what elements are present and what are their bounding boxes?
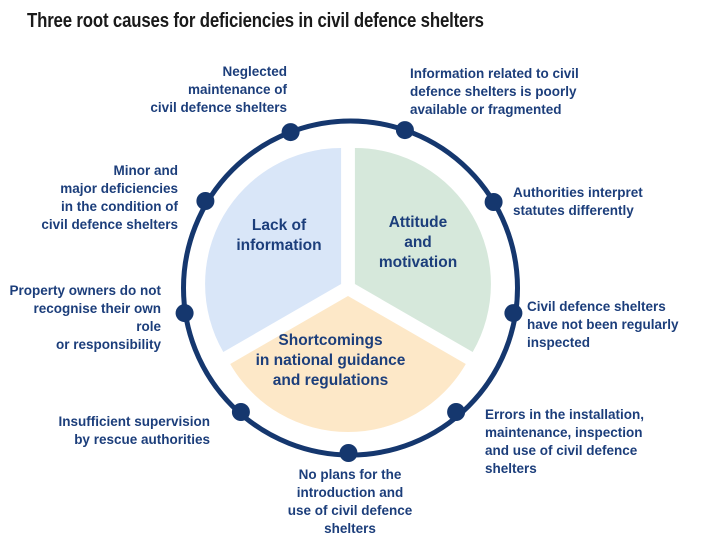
callout-neglected-maintenance: Neglected maintenance of civil defence s… xyxy=(150,64,287,116)
connector-dot xyxy=(339,444,358,462)
callout-not-regularly-inspected: Civil defence shelters have not been reg… xyxy=(527,299,679,351)
segment-label-shortcomings-guidance: Shortcomings in national guidance and re… xyxy=(255,332,406,390)
callout-no-plans-introduction: No plans for the introduction and use of… xyxy=(287,467,413,537)
pie-segment-shortcomings-guidance xyxy=(230,296,466,433)
connector-dot xyxy=(447,403,466,421)
connector-dot xyxy=(395,121,414,140)
page-title: Three root causes for deficiencies in ci… xyxy=(27,10,484,32)
callout-insufficient-supervision: Insufficient supervision by rescue autho… xyxy=(58,414,210,448)
connector-dot xyxy=(196,192,215,210)
connector-dot xyxy=(484,193,503,211)
callout-minor-major-deficiencies: Minor and major deficiencies in the cond… xyxy=(41,163,178,233)
pie-segment-lack-of-information xyxy=(205,148,342,352)
connector-dot xyxy=(281,123,300,142)
callout-errors-installation: Errors in the installation, maintenance,… xyxy=(485,407,645,477)
callout-property-owners-role: Property owners do not recognise their o… xyxy=(9,283,161,353)
callout-authorities-interpret: Authorities interpret statutes different… xyxy=(513,185,643,219)
callout-information-fragmented: Information related to civil defence she… xyxy=(410,66,579,118)
connector-dot xyxy=(504,304,523,323)
pie-segment-attitude-and-motivation xyxy=(354,148,491,352)
segment-label-attitude-and-motivation: Attitude and motivation xyxy=(378,214,458,272)
segment-label-lack-of-information: Lack of information xyxy=(236,217,322,255)
connector-dot xyxy=(175,304,194,323)
connector-dot xyxy=(231,403,250,421)
